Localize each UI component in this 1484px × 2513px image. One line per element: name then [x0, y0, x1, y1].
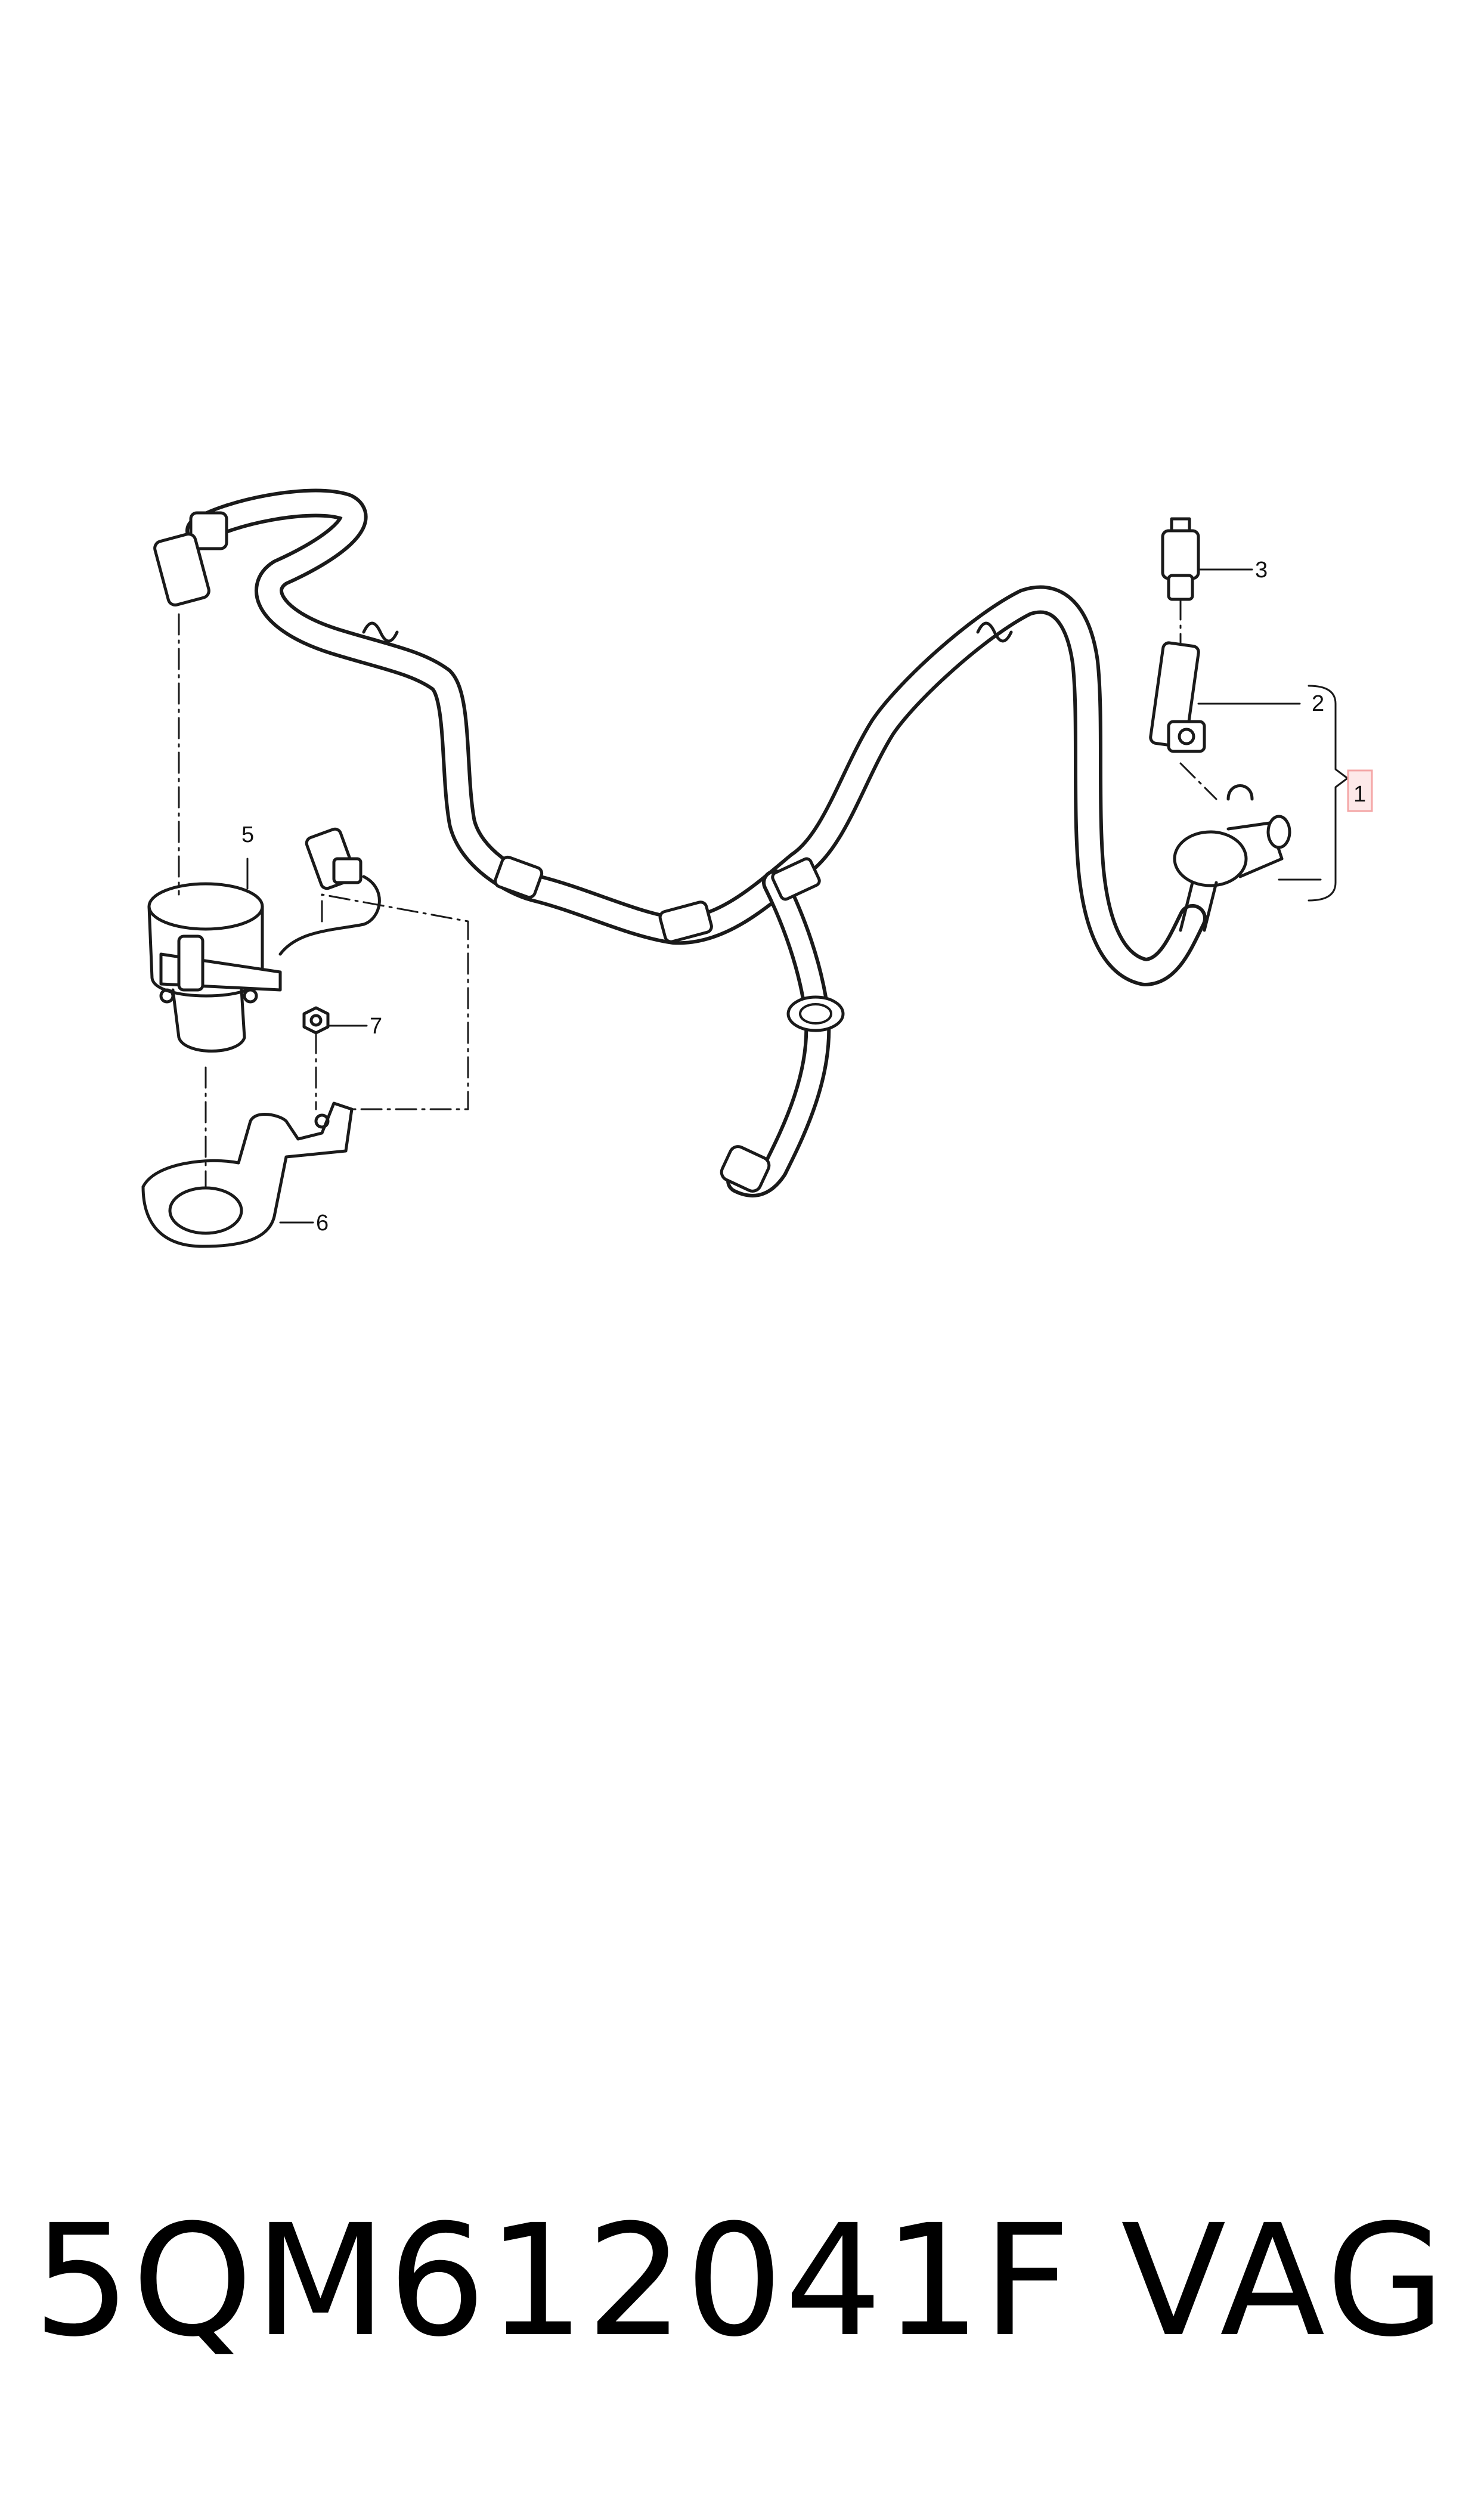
combination-valve	[1173, 784, 1291, 932]
callout-labels: 1 2 3 5 6 7	[241, 558, 1373, 1236]
pump-bracket	[141, 1101, 354, 1248]
secondary-air-pump	[147, 882, 282, 1053]
callout-1-highlight	[1347, 769, 1373, 812]
electrical-connector	[1161, 517, 1200, 601]
brand-label: VAG	[1121, 2192, 1449, 2370]
pressure-sensor	[1149, 641, 1206, 753]
callout-6[interactable]: 6	[316, 1211, 329, 1236]
nut	[302, 1006, 330, 1035]
callout-3[interactable]: 3	[1255, 558, 1268, 583]
part-number-label: 5QM612041F	[33, 2192, 1073, 2370]
callout-5[interactable]: 5	[241, 822, 254, 847]
callout-7[interactable]: 7	[370, 1014, 382, 1039]
vacuum-hose	[153, 488, 1207, 1197]
pump-connector-wire	[278, 827, 381, 956]
callout-2[interactable]: 2	[1312, 691, 1324, 716]
callout-1[interactable]: 1	[1353, 782, 1366, 807]
footer: 5QM612041F VAG	[0, 2183, 1484, 2379]
assembly-leader-lines	[178, 598, 1217, 1188]
